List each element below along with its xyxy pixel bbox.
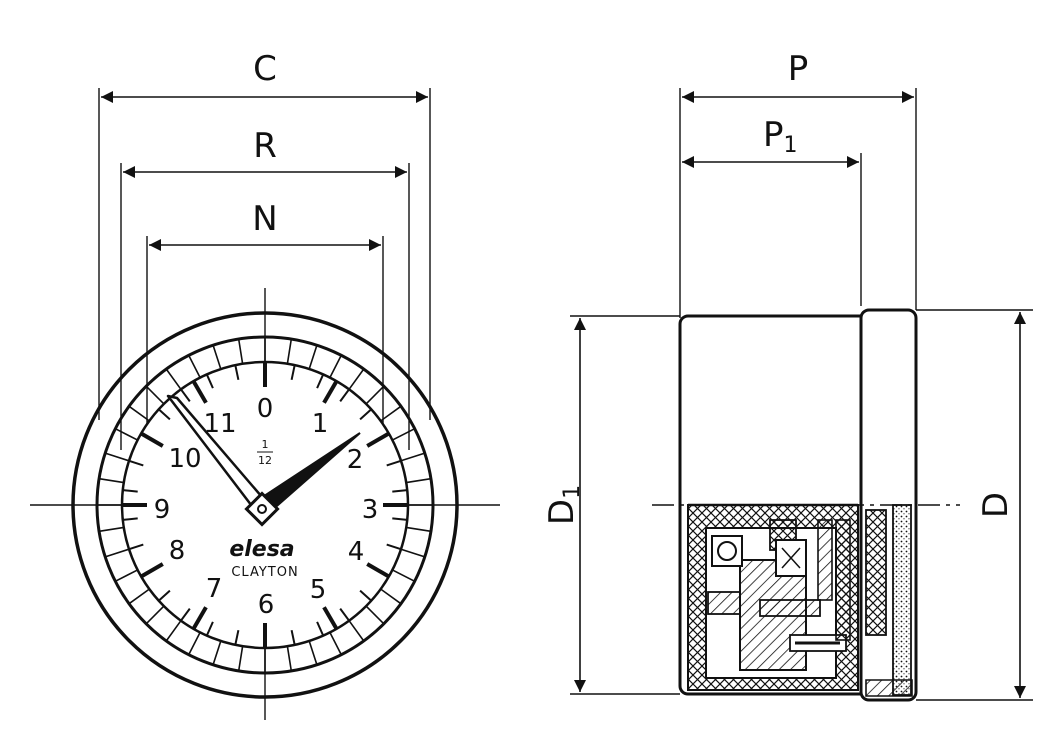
dim-label-d: D	[976, 492, 1016, 518]
grip-rib	[286, 338, 293, 364]
grip-rib	[145, 605, 165, 625]
grip-rib	[400, 548, 426, 558]
grip-rib	[165, 620, 182, 642]
dial-number-2: 2	[347, 445, 364, 475]
fraction-denominator: 12	[258, 454, 272, 467]
major-tick	[366, 431, 390, 448]
minor-tick	[339, 388, 350, 402]
dial-number-9: 9	[154, 495, 171, 525]
grip-rib	[104, 548, 130, 558]
major-tick	[322, 606, 339, 630]
grip-rib	[308, 640, 318, 666]
minor-tick	[128, 459, 144, 467]
front-view: C R N 0 1 2 3 4 5 6 7 8 9 10 11	[30, 49, 500, 720]
dim-label-p: P	[788, 49, 809, 89]
minor-tick	[316, 373, 325, 389]
grip-rib	[380, 405, 402, 422]
minor-tick	[359, 408, 372, 421]
grip-rib	[406, 477, 432, 484]
minor-tick	[128, 543, 144, 551]
grip-rib	[237, 338, 244, 364]
knurled-ribs	[97, 337, 433, 673]
dial-number-8: 8	[169, 536, 186, 566]
minor-tick	[180, 608, 191, 622]
grip-rib	[187, 354, 201, 378]
dim-label-d1: D1	[542, 485, 585, 525]
dim-label-n: N	[252, 199, 277, 239]
minor-tick	[386, 543, 402, 551]
minor-tick	[158, 408, 171, 421]
dim-label-r: R	[253, 126, 277, 166]
major-tick	[191, 380, 208, 404]
grip-rib	[104, 452, 130, 462]
dial-number-3: 3	[362, 495, 379, 525]
fraction-numerator: 1	[262, 438, 269, 451]
minor-tick	[180, 388, 191, 402]
brand-clayton: CLAYTON	[231, 565, 298, 580]
minor-tick	[290, 364, 296, 381]
grip-rib	[212, 640, 222, 666]
grip-rib	[145, 385, 165, 405]
minor-tick	[234, 629, 240, 646]
minor-tick	[392, 489, 408, 493]
minor-tick	[205, 621, 214, 637]
grip-rib	[329, 354, 343, 378]
grip-rib	[187, 632, 201, 656]
grip-rib	[308, 344, 318, 370]
grip-rib	[400, 452, 426, 462]
dim-label-p1: P1	[763, 115, 798, 158]
grip-rib	[114, 427, 138, 441]
grip-rib	[348, 620, 365, 642]
grip-rib	[128, 405, 150, 422]
dim-label-c: C	[253, 49, 277, 89]
grip-rib	[380, 588, 402, 605]
minor-tick	[316, 621, 325, 637]
grip-rib	[237, 646, 244, 672]
grip-rib	[348, 368, 365, 390]
outer-bezel	[71, 311, 459, 699]
grip-rib	[165, 368, 182, 390]
grip-rib	[329, 632, 343, 656]
major-tick	[366, 562, 390, 579]
dial-number-0: 0	[257, 394, 274, 424]
grip-rib	[392, 427, 416, 441]
dial-number-7: 7	[206, 574, 223, 604]
grip-rib	[128, 588, 150, 605]
dial-number-4: 4	[348, 537, 365, 567]
grip-rib	[286, 646, 293, 672]
grip-rib	[98, 526, 124, 533]
grip-rib	[365, 385, 385, 405]
grip-rib	[406, 526, 432, 533]
minor-tick	[122, 517, 138, 521]
minor-tick	[392, 517, 408, 521]
grip-rib	[212, 344, 222, 370]
grip-rib	[392, 569, 416, 583]
dial-number-10: 10	[168, 444, 201, 474]
grip-rib	[98, 477, 124, 484]
cross-section	[687, 503, 913, 697]
dial-ticks	[122, 362, 408, 648]
side-view: P P1 D1 D	[542, 49, 1033, 702]
grip-rib	[365, 605, 385, 625]
hands	[166, 394, 361, 527]
minor-tick	[339, 608, 350, 622]
major-tick	[140, 431, 164, 448]
minor-tick	[205, 373, 214, 389]
brand-logo-elesa: elesa	[229, 537, 294, 562]
dial-number-5: 5	[310, 575, 327, 605]
major-tick	[322, 380, 339, 404]
minor-tick	[234, 364, 240, 381]
minor-tick	[158, 589, 171, 602]
dial-number-1: 1	[312, 409, 329, 439]
minor-tick	[290, 629, 296, 646]
grip-rib	[114, 569, 138, 583]
minor-tick	[359, 589, 372, 602]
major-tick	[191, 606, 208, 630]
minor-tick	[386, 459, 402, 467]
minor-tick	[122, 489, 138, 493]
major-tick	[140, 562, 164, 579]
dial-number-6: 6	[258, 590, 275, 620]
